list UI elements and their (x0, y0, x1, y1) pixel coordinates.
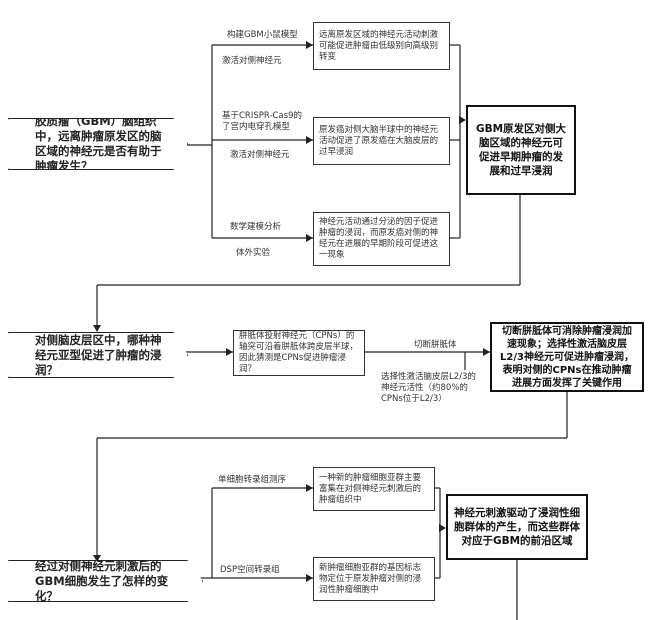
finding-box-2: 胼胝体投射神经元（CPNs）的轴突可沿着胼胝体跨皮层半球，因此猜测是CPNs促进… (233, 330, 365, 376)
conclusion-3: 神经元刺激驱动了浸润性细胞群体的产生，而这些群体对应于GBM的前沿区域 (446, 494, 588, 560)
method-label-gbm-mouse-model: 构建GBM小鼠模型 (227, 30, 298, 40)
finding-box-1b: 原发癌对侧大脑半球中的神经元活动促进了原发癌在大脑皮层的过早浸润 (313, 117, 450, 165)
finding-box-3a: 一种新的肿瘤细胞亚群主要富集在对侧神经元刺激后的肿瘤组织中 (313, 467, 435, 511)
method-label-selective-activation-l23: 选择性激活脑皮层L2/3的神经元活性（约80%的CPNs位于L2/3） (381, 372, 476, 404)
method-label-in-vitro: 体外实验 (236, 248, 271, 258)
method-label-math-modeling: 数学建模分析 (230, 222, 282, 232)
method-label-crispr-model: 基于CRISPR-Cas9的了宫内电穿孔模型 (222, 111, 302, 132)
finding-box-1c: 神经元活动通过分泌的因子促进肿瘤的浸润，而原发癌对侧的神经元在进展的早期阶段可促… (313, 212, 450, 266)
finding-box-1a: 远离原发区域的神经元活动刺激可能促进肿瘤由低级别向高级别转变 (313, 22, 450, 70)
question-1: 胶质瘤（GBM）脑组织中，远离肿瘤原发区的脑区域的神经元是否有助于肿瘤发生？ (8, 118, 188, 170)
question-2: 对侧脑皮层区中，哪种神经元亚型促进了肿瘤的浸润？ (8, 332, 188, 378)
conclusion-2: 切断胼胝体可消除肿瘤浸润加速现象；选择性激活脑皮层L2/3神经元可促进肿瘤浸润，… (490, 322, 644, 392)
conclusion-1: GBM原发区对侧大脑区域的神经元可促进早期肿瘤的发展和过早浸润 (466, 105, 576, 195)
finding-box-3b: 新肿瘤细胞亚群的基因标志物定位于原发肿瘤对侧的浸润性肿瘤细胞中 (313, 557, 435, 601)
method-label-single-cell-seq: 单细胞转录组测序 (218, 475, 287, 485)
question-3: 经过对侧神经元刺激后的GBM细胞发生了怎样的变化？ (8, 560, 203, 602)
method-label-activate-contralateral-2: 激活对侧神经元 (230, 150, 290, 160)
method-label-cut-corpus-callosum: 切断胼胝体 (414, 340, 457, 350)
method-label-dsp-spatial: DSP空间转录组 (220, 565, 280, 575)
method-label-activate-contralateral-1: 激活对侧神经元 (222, 56, 282, 66)
